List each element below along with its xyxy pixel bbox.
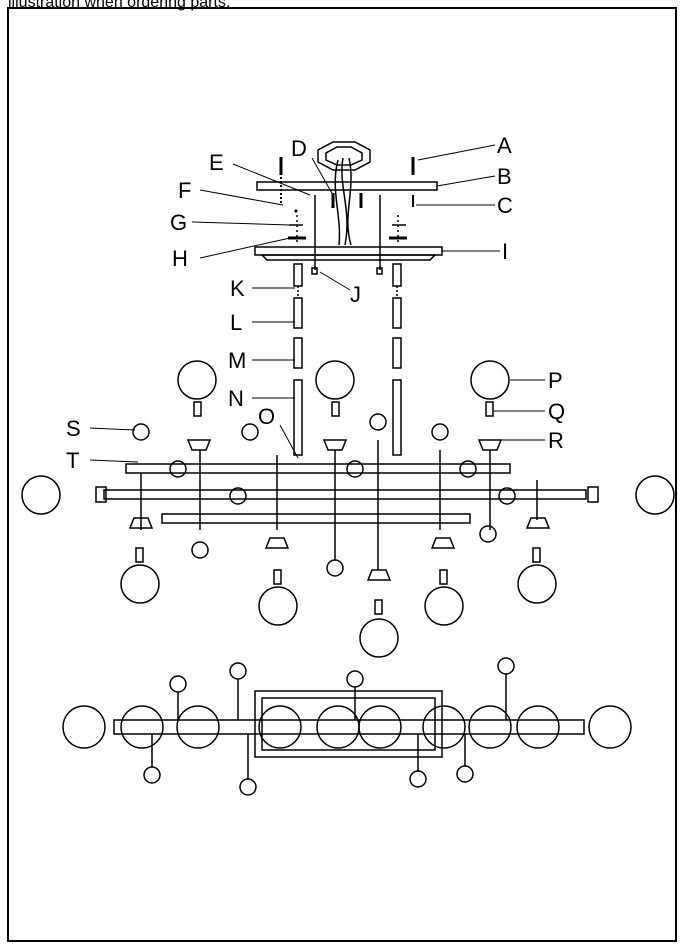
- label-I: I: [502, 239, 508, 264]
- canopy-assembly: [254, 141, 443, 275]
- globes: [21, 360, 675, 658]
- fixture-frame: [103, 440, 587, 570]
- label-H: H: [172, 246, 188, 271]
- label-F: F: [178, 178, 191, 203]
- label-G: G: [170, 210, 187, 235]
- leader-lines: [89, 144, 545, 463]
- label-S: S: [66, 416, 81, 441]
- label-P: P: [548, 368, 563, 393]
- sockets: [95, 401, 599, 615]
- top-view-drawing: [62, 657, 632, 796]
- label-Q: Q: [548, 399, 565, 424]
- label-R: R: [548, 428, 564, 453]
- label-E: E: [209, 150, 224, 175]
- label-L: L: [230, 310, 242, 335]
- label-O: O: [258, 404, 275, 429]
- mounting-plate: [256, 181, 438, 191]
- diagram-frame: [7, 7, 677, 942]
- label-B: B: [497, 164, 512, 189]
- canopy-plate: [254, 246, 443, 256]
- label-D: D: [291, 136, 307, 161]
- label-K: K: [230, 276, 245, 301]
- caption-text: illustration when ordering parts.: [8, 0, 231, 11]
- label-M: M: [228, 348, 246, 373]
- label-T: T: [66, 448, 79, 473]
- label-A: A: [497, 133, 512, 158]
- part-labels: A B C D E F G H I J K L M N O P Q R S T: [66, 133, 565, 473]
- junction-box: [317, 141, 371, 171]
- suspension-rods: [293, 263, 402, 456]
- label-J: J: [350, 282, 361, 307]
- label-C: C: [497, 193, 513, 218]
- label-N: N: [228, 386, 244, 411]
